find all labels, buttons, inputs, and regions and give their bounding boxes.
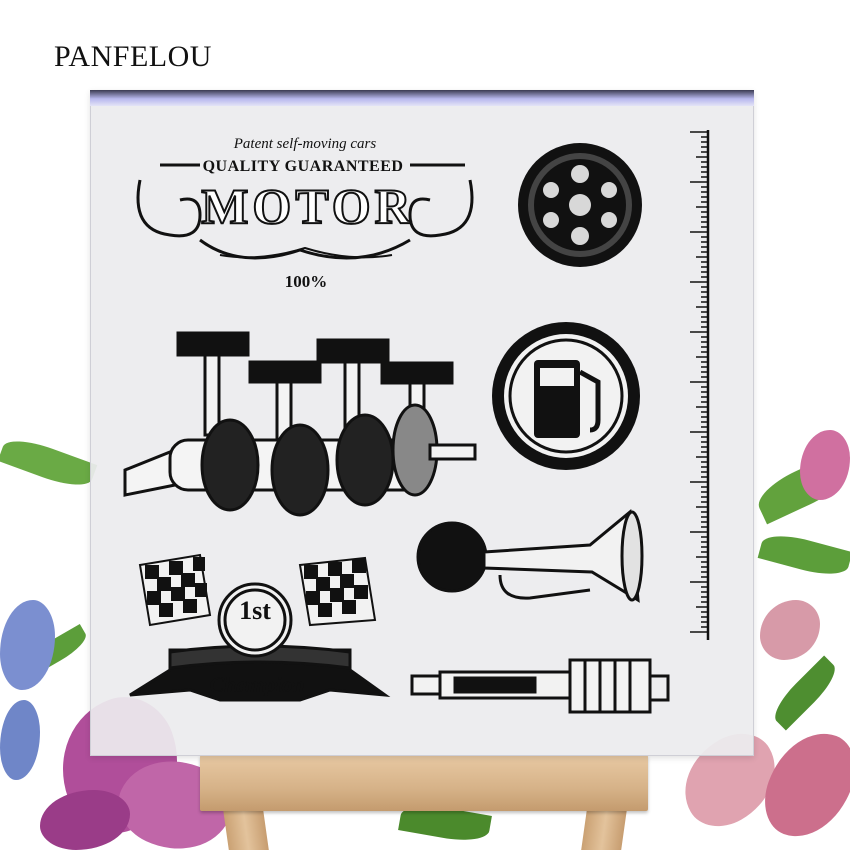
fuel-pump-icon: [492, 322, 640, 470]
brand-watermark: PANFELOU: [54, 40, 212, 73]
banner-ornament-icon: [136, 163, 474, 260]
banner-subtitle: QUALITY GUARANTEED: [202, 158, 404, 175]
champion-label: Champion: [209, 672, 305, 697]
banner-percent: 100%: [284, 272, 328, 291]
champion-ribbon-icon: [129, 582, 391, 702]
banner-title: MOTOR: [200, 177, 415, 235]
sheet-backing-edge: [90, 90, 754, 106]
ruler-ticks: [690, 131, 708, 633]
checkered-flag-icon: [138, 553, 377, 627]
gear-icon: [518, 143, 642, 267]
horn-icon: [416, 509, 644, 603]
banner-tagline: Patent self-moving cars: [233, 136, 377, 152]
spark-plug-icon: [410, 658, 670, 714]
engine-crankshaft-icon: [123, 331, 477, 517]
champion-rank: 1st: [239, 596, 271, 625]
